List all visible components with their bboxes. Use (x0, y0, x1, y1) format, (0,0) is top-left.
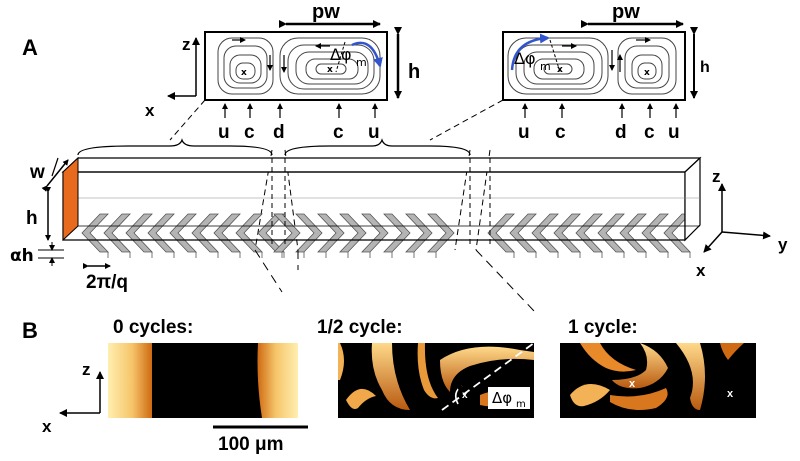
pos-u: u (518, 122, 530, 143)
svg-text:x: x (462, 390, 468, 401)
frame-0-cycles (108, 343, 298, 418)
svg-text:x: x (629, 378, 636, 390)
pos-c-right: c (644, 122, 655, 143)
channel-top-face (61, 157, 702, 173)
phase-sub: m (356, 56, 367, 69)
panel-b-label: B (22, 318, 38, 343)
svg-text:x: x (727, 388, 734, 400)
channel-axes: z y x (696, 167, 788, 280)
panel-b-axes: z x (42, 360, 104, 436)
height-label: h (26, 208, 38, 229)
h-label: h (408, 61, 420, 83)
pos-c-mid: c (333, 122, 344, 143)
frame-title-2: 1 cycle: (568, 317, 638, 338)
svg-text:x: x (557, 65, 563, 75)
frame-title-1: 1/2 cycle: (317, 317, 403, 338)
phase-label: Δφ (330, 45, 352, 64)
pos-u-left: u (218, 122, 230, 143)
h-label: h (700, 59, 710, 76)
groove-period-label: 2π/q (86, 272, 128, 293)
svg-text:x: x (644, 68, 650, 78)
phase-arrow (351, 41, 383, 68)
axis-y-label: y (778, 235, 788, 254)
svg-text:x: x (241, 68, 247, 78)
axis-x-label: x (42, 417, 52, 436)
braces (77, 138, 471, 156)
axis-z-label: z (182, 35, 191, 54)
pos-d: d (615, 122, 627, 143)
phase-arrow (510, 33, 550, 71)
phase-annotation-sub: m (516, 399, 526, 410)
frame-title-0: 0 cycles: (113, 317, 193, 338)
grooves (81, 213, 691, 258)
channel-inlet-face (62, 156, 79, 242)
panel-a-label: A (22, 35, 38, 60)
channel-end-face (684, 156, 701, 242)
width-label: w (29, 162, 45, 183)
pw-label: pw (612, 1, 640, 23)
axis-x-label: x (696, 261, 706, 280)
phase-label: Δφ (514, 49, 536, 68)
frame-1-cycle: x x (560, 343, 756, 418)
svg-text:x: x (327, 65, 333, 75)
axis-z-label: z (82, 360, 91, 379)
channel (61, 156, 702, 258)
channel-dimensions: w h αh 2π/q (10, 157, 128, 293)
pos-c: c (555, 122, 566, 143)
frame-half-cycle: x Δφ m (338, 342, 535, 418)
cross-section-left: z x pw h x x Δφ m (145, 1, 420, 143)
cross-section-right: pw h x x Δφ m u c (502, 1, 710, 143)
pos-u-right: u (368, 122, 380, 143)
pos-u-right: u (668, 122, 680, 143)
scale-bar: 100 μm (213, 425, 308, 455)
phase-annotation: Δφ (492, 389, 512, 407)
pw-label: pw (312, 1, 340, 23)
scale-bar-label: 100 μm (218, 434, 284, 455)
pos-d: d (273, 122, 285, 143)
phase-sub: m (540, 60, 551, 73)
groove-depth-label: αh (10, 246, 34, 266)
axis-x-label: x (145, 101, 155, 120)
axis-z-label: z (712, 167, 721, 186)
pos-c-left: c (244, 122, 255, 143)
